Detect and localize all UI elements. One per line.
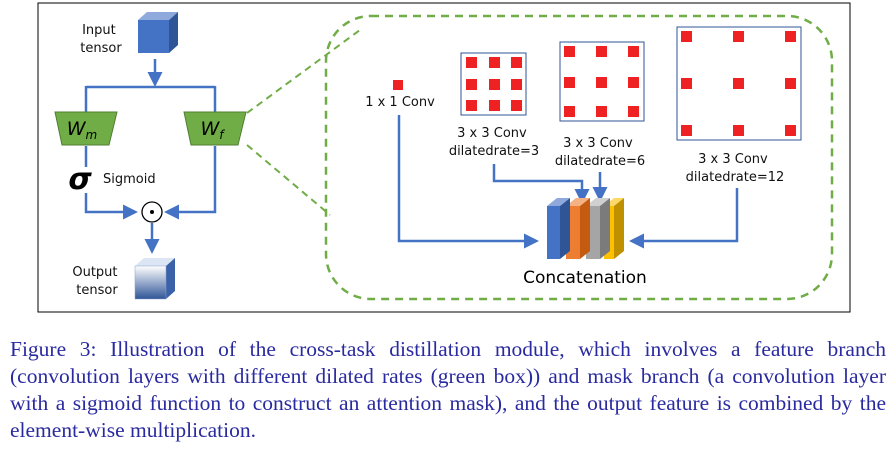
conv1x1-label: 1 x 1 Conv <box>365 95 435 110</box>
conv3x3-d6-kernel <box>559 41 645 122</box>
distillation-module-diagram: Input tensor Wm Wf σ Sigmoid Output tens… <box>37 2 851 313</box>
conv3x3-d3-kernel <box>460 52 527 116</box>
zoom-line-top <box>246 29 361 114</box>
arrow-from-conv1x1 <box>397 115 539 249</box>
feature-branch-arrow <box>164 146 217 220</box>
figure-frame <box>37 2 851 313</box>
input-tensor-label: Input tensor <box>80 23 122 56</box>
conv3x3-d12-kernel <box>676 26 802 141</box>
sigma-symbol: σ <box>68 162 92 197</box>
conv3x3-d6-label: 3 x 3 Conv dilatedrate=6 <box>555 136 645 169</box>
conv1x1-kernel <box>393 80 403 90</box>
feature-branch-box <box>324 14 834 301</box>
output-tensor-label: Output tensor <box>72 265 121 298</box>
figure-caption: Figure 3: Illustration of the cross-task… <box>10 337 886 442</box>
conv3x3-d12-label: 3 x 3 Conv dilatedrate=12 <box>686 152 785 185</box>
odot-dot <box>150 210 154 214</box>
wm-label: Wm <box>67 118 98 142</box>
arrow-from-conv-d12 <box>629 188 739 249</box>
concatenation-blocks <box>547 198 624 259</box>
sigmoid-label: Sigmoid <box>103 172 156 187</box>
wf-trapezoid <box>183 111 247 146</box>
wm-trapezoid <box>54 111 118 146</box>
concat-block-blue <box>547 198 570 259</box>
zoom-line-bottom <box>246 144 331 216</box>
input-tensor-cube <box>138 12 178 53</box>
concatenation-label: Concatenation <box>523 268 647 288</box>
arrow-from-conv-d3 <box>492 164 590 204</box>
wf-label: Wf <box>200 118 225 142</box>
conv3x3-d3-label: 3 x 3 Conv dilatedrate=3 <box>449 126 539 159</box>
mask-branch-arrow <box>84 193 138 220</box>
output-tensor-cube <box>134 258 175 300</box>
